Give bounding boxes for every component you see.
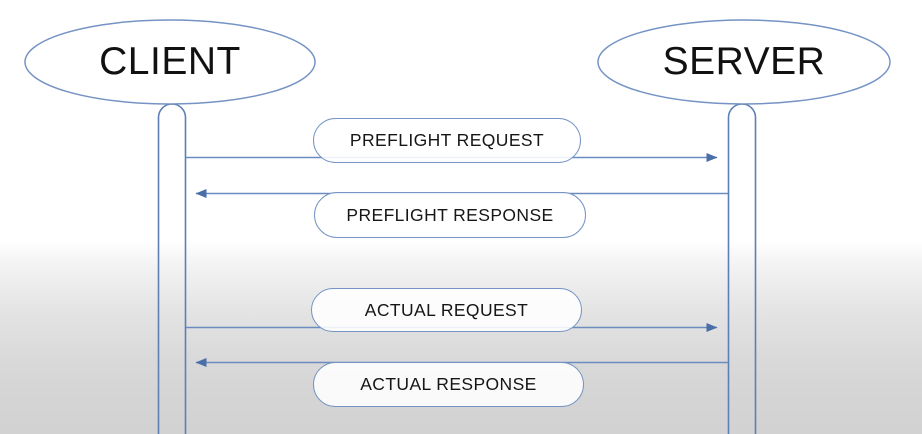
server-actor-ellipse [597,19,891,105]
server-actor-label: SERVER [662,40,826,83]
message-box-actual-request: ACTUAL REQUEST [311,288,582,332]
client-actor-ellipse [24,19,316,105]
client-actor-label: CLIENT [99,40,241,83]
message-label-preflight-response: PREFLIGHT RESPONSE [346,204,554,225]
message-box-actual-response: ACTUAL RESPONSE [313,362,584,407]
message-label-actual-response: ACTUAL RESPONSE [360,374,537,394]
server-lifeline [727,103,757,434]
client-lifeline [157,103,187,434]
message-label-actual-request: ACTUAL REQUEST [364,299,529,320]
message-box-preflight-request: PREFLIGHT REQUEST [313,118,581,163]
message-box-preflight-response: PREFLIGHT RESPONSE [314,192,586,238]
message-label-preflight-request: PREFLIGHT REQUEST [349,130,545,150]
